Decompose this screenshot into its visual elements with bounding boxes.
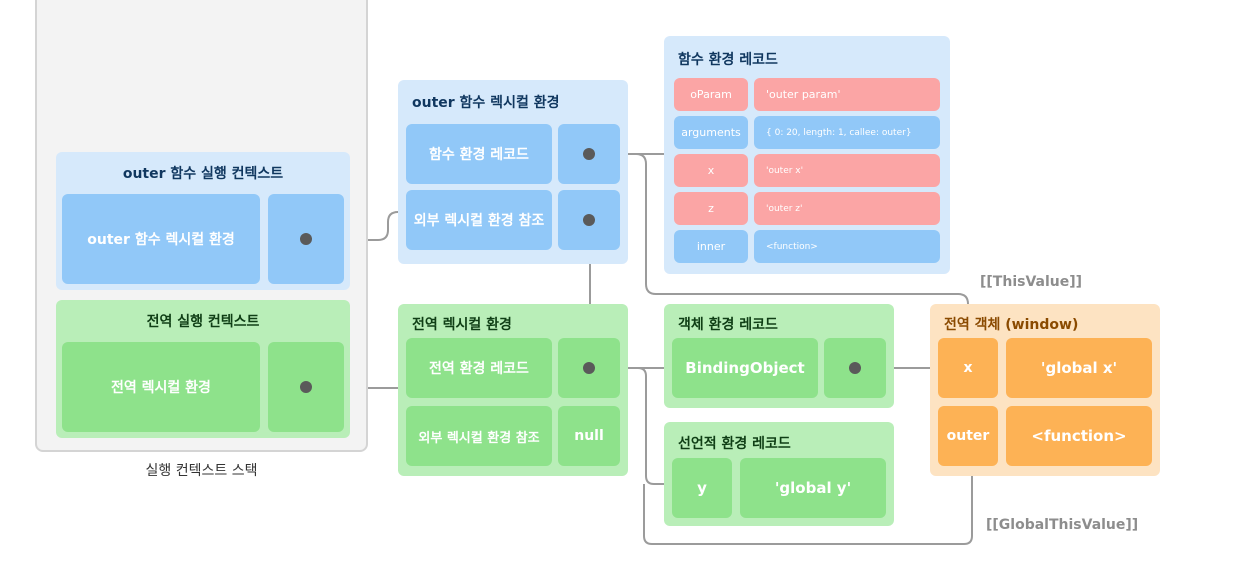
global-ctx-pointer-cell bbox=[268, 342, 344, 432]
outer-execution-context: outer 함수 실행 컨텍스트 outer 함수 렉시컬 환경 bbox=[56, 152, 350, 290]
outer-lexenv-record-pointer bbox=[558, 124, 620, 184]
pointer-dot bbox=[300, 233, 312, 245]
global-lexenv-outer-null: null bbox=[558, 406, 620, 466]
pointer-dot bbox=[583, 148, 595, 160]
this-value-label: [[ThisValue]] bbox=[980, 274, 1083, 290]
global-ctx-title: 전역 실행 컨텍스트 bbox=[146, 314, 260, 330]
window-key-outer: outer bbox=[938, 406, 998, 466]
outer-ctx-pointer-cell bbox=[268, 194, 344, 284]
global-lexenv-record-cell: 전역 환경 레코드 bbox=[406, 338, 552, 398]
global-lexenv-record-pointer bbox=[558, 338, 620, 398]
pointer-dot bbox=[583, 214, 595, 226]
outer-lexenv-record-cell: 함수 환경 레코드 bbox=[406, 124, 552, 184]
func-record-key: x bbox=[674, 154, 748, 187]
global-object-window: 전역 객체 (window) x 'global x' outer <funct… bbox=[930, 304, 1160, 476]
decl-record-title: 선언적 환경 레코드 bbox=[678, 436, 791, 452]
func-record-key: z bbox=[674, 192, 748, 225]
object-environment-record: 객체 환경 레코드 BindingObject bbox=[664, 304, 894, 408]
global-lexenv-title: 전역 렉시컬 환경 bbox=[412, 317, 512, 333]
func-record-value: { 0: 20, length: 1, callee: outer} bbox=[754, 116, 940, 149]
outer-lexical-environment: outer 함수 렉시컬 환경 함수 환경 레코드 외부 렉시컬 환경 참조 bbox=[398, 80, 628, 264]
outer-lexenv-outer-ref-pointer bbox=[558, 190, 620, 250]
global-this-value-label: [[GlobalThisValue]] bbox=[986, 517, 1139, 533]
global-execution-context: 전역 실행 컨텍스트 전역 렉시컬 환경 bbox=[56, 300, 350, 438]
wire-this-value bbox=[590, 153, 969, 305]
func-record-value: 'outer z' bbox=[754, 192, 940, 225]
func-record-value: <function> bbox=[754, 230, 940, 263]
func-record-value: 'outer param' bbox=[754, 78, 940, 111]
func-record-key: inner bbox=[674, 230, 748, 263]
stack-label: 실행 컨텍스트 스택 bbox=[145, 463, 258, 479]
func-record-key: oParam bbox=[674, 78, 748, 111]
object-record-title: 객체 환경 레코드 bbox=[678, 317, 778, 333]
outer-ctx-title: outer 함수 실행 컨텍스트 bbox=[122, 166, 284, 182]
global-lexenv-outer-ref-cell: 외부 렉시컬 환경 참조 bbox=[406, 406, 552, 466]
func-record-title: 함수 환경 레코드 bbox=[678, 52, 778, 68]
outer-lexenv-title: outer 함수 렉시컬 환경 bbox=[412, 95, 560, 111]
outer-ctx-lexenv-cell: outer 함수 렉시컬 환경 bbox=[62, 194, 260, 284]
decl-value-cell: 'global y' bbox=[740, 458, 886, 518]
decl-key-cell: y bbox=[672, 458, 732, 518]
global-ctx-lexenv-cell: 전역 렉시컬 환경 bbox=[62, 342, 260, 432]
binding-object-pointer bbox=[824, 338, 886, 398]
pointer-dot bbox=[300, 381, 312, 393]
func-record-value: 'outer x' bbox=[754, 154, 940, 187]
window-key-x: x bbox=[938, 338, 998, 398]
wire-global-record-to-decl bbox=[590, 367, 664, 485]
pointer-dot bbox=[583, 362, 595, 374]
global-object-title: 전역 객체 (window) bbox=[944, 317, 1079, 333]
function-environment-record: 함수 환경 레코드 oParam'outer param'arguments{ … bbox=[664, 36, 950, 274]
outer-lexenv-outer-ref-cell: 외부 렉시컬 환경 참조 bbox=[406, 190, 552, 250]
func-record-key: arguments bbox=[674, 116, 748, 149]
window-value-outer: <function> bbox=[1006, 406, 1152, 466]
global-lexical-environment: 전역 렉시컬 환경 전역 환경 레코드 외부 렉시컬 환경 참조 null bbox=[398, 304, 628, 476]
pointer-dot bbox=[849, 362, 861, 374]
wire-outer-ctx-to-lexenv bbox=[306, 211, 408, 241]
wire-global-this-value bbox=[643, 476, 973, 545]
window-value-x: 'global x' bbox=[1006, 338, 1152, 398]
binding-object-cell: BindingObject bbox=[672, 338, 818, 398]
declarative-environment-record: 선언적 환경 레코드 y 'global y' bbox=[664, 422, 894, 526]
